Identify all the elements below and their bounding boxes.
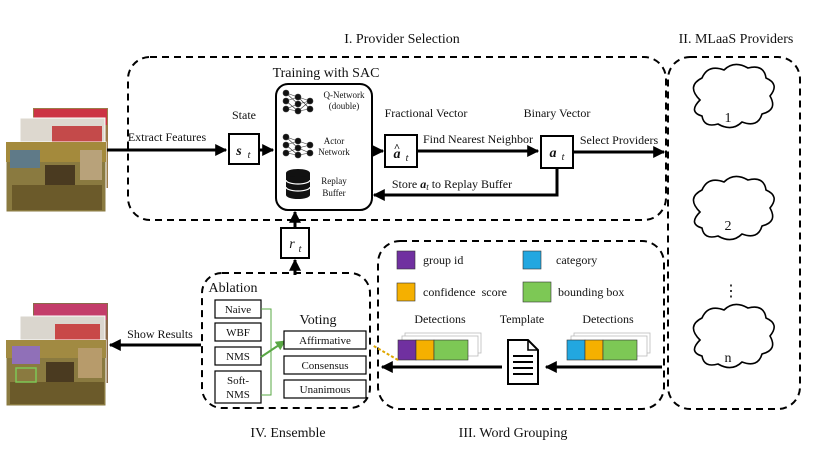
replay-buffer-label-1: Replay	[321, 176, 347, 186]
state-symbol: s	[235, 144, 242, 159]
provider-ellipsis: ⋮	[723, 283, 739, 300]
fractional-vector-hat: ^	[394, 142, 400, 154]
ensemble-panel	[201, 272, 371, 409]
fractional-vector-box	[384, 134, 418, 168]
q-network-label-2: (double)	[329, 101, 360, 111]
method-label-soft-nms: NMS	[226, 389, 250, 401]
binary-vector-label: Binary Vector	[524, 106, 591, 120]
section-title-mlaas-providers: II. MLaaS Providers	[679, 32, 794, 47]
legend-swatch-group-id	[396, 250, 416, 270]
detections-right-label: Detections	[582, 312, 634, 326]
q-network-icon	[282, 89, 314, 115]
reward-subscript: t	[299, 244, 302, 255]
method-label-naive: Naive	[225, 304, 251, 316]
method-box-soft-nms	[214, 370, 262, 404]
voting-title: Voting	[299, 313, 336, 328]
voting-box-unanimous	[283, 379, 367, 399]
template-document-icon	[507, 339, 539, 385]
legend-swatch-category	[522, 250, 542, 270]
fractional-vector-subscript: t	[406, 153, 409, 164]
word-grouping-panel	[377, 240, 665, 410]
sac-title: Training with SAC	[273, 66, 380, 81]
detections-left-label: Detections	[414, 312, 466, 326]
binary-vector-subscript: t	[562, 152, 565, 163]
provider-cloud-2: 2	[692, 175, 775, 241]
binary-vector-box	[540, 135, 574, 169]
fractional-vector-label: Fractional Vector	[385, 106, 468, 120]
voting-box-consensus	[283, 355, 367, 375]
reward-box	[280, 227, 310, 259]
svg-text:1: 1	[725, 111, 732, 126]
voting-label-unanimous: Unanimous	[300, 384, 351, 396]
svg-text:n: n	[725, 351, 732, 366]
section-title-word-grouping: III. Word Grouping	[459, 426, 568, 441]
database-icon	[285, 169, 311, 199]
ablation-title: Ablation	[209, 281, 258, 296]
store-replay-label: Store at to Replay Buffer	[392, 177, 512, 193]
legend-swatch-bounding-box	[522, 281, 552, 303]
provider-cloud-n: n	[692, 303, 775, 369]
replay-buffer-label-2: Buffer	[322, 188, 345, 198]
methods-bracket	[261, 308, 272, 396]
find-nearest-label: Find Nearest Neighbor	[423, 132, 533, 146]
legend-label-group-id: group id	[423, 253, 463, 267]
provider-cloud-1: 1	[692, 63, 775, 129]
actor-network-label-1: Actor	[324, 136, 345, 146]
raw-detections-stack	[566, 332, 651, 361]
reward-symbol: r	[289, 237, 295, 252]
actor-network-icon	[282, 133, 314, 159]
extract-features-label: Extract Features	[128, 130, 207, 144]
method-label-soft: Soft-	[227, 375, 249, 387]
detections-to-voting-dash	[371, 344, 399, 361]
voting-label-consensus: Consensus	[301, 360, 348, 372]
method-label-nms: NMS	[226, 351, 250, 363]
input-images-stack	[5, 108, 108, 213]
template-label: Template	[500, 312, 544, 326]
q-network-label-1: Q-Network	[324, 90, 365, 100]
fractional-vector-symbol: a	[394, 147, 401, 162]
legend-label-category: category	[556, 253, 597, 267]
mlaas-providers-panel	[667, 56, 801, 410]
legend-label-confidence: confidence score	[423, 285, 507, 299]
method-box-wbf	[214, 322, 262, 342]
method-label-wbf: WBF	[226, 327, 250, 339]
output-images-stack	[5, 303, 108, 407]
actor-network-label-2: Network	[318, 147, 350, 157]
voting-box-affirmative	[283, 330, 367, 350]
section-title-ensemble: IV. Ensemble	[250, 426, 325, 441]
state-label: State	[232, 108, 256, 122]
section-title-provider-selection: I. Provider Selection	[344, 32, 459, 47]
legend-swatch-confidence	[396, 282, 416, 302]
methods-to-voting-arrow	[260, 340, 286, 358]
svg-text:2: 2	[725, 219, 732, 234]
store-replay-arrow	[372, 168, 559, 201]
select-providers-label: Select Providers	[580, 133, 659, 147]
show-results-label: Show Results	[127, 327, 193, 341]
state-subscript: t	[248, 150, 251, 161]
state-box	[228, 133, 260, 165]
binary-vector-symbol: a	[550, 146, 557, 161]
voting-label-affirmative: Affirmative	[299, 335, 351, 347]
legend-label-bounding-box: bounding box	[558, 285, 624, 299]
provider-selection-panel	[127, 56, 667, 221]
grouped-detections-stack	[397, 332, 482, 361]
